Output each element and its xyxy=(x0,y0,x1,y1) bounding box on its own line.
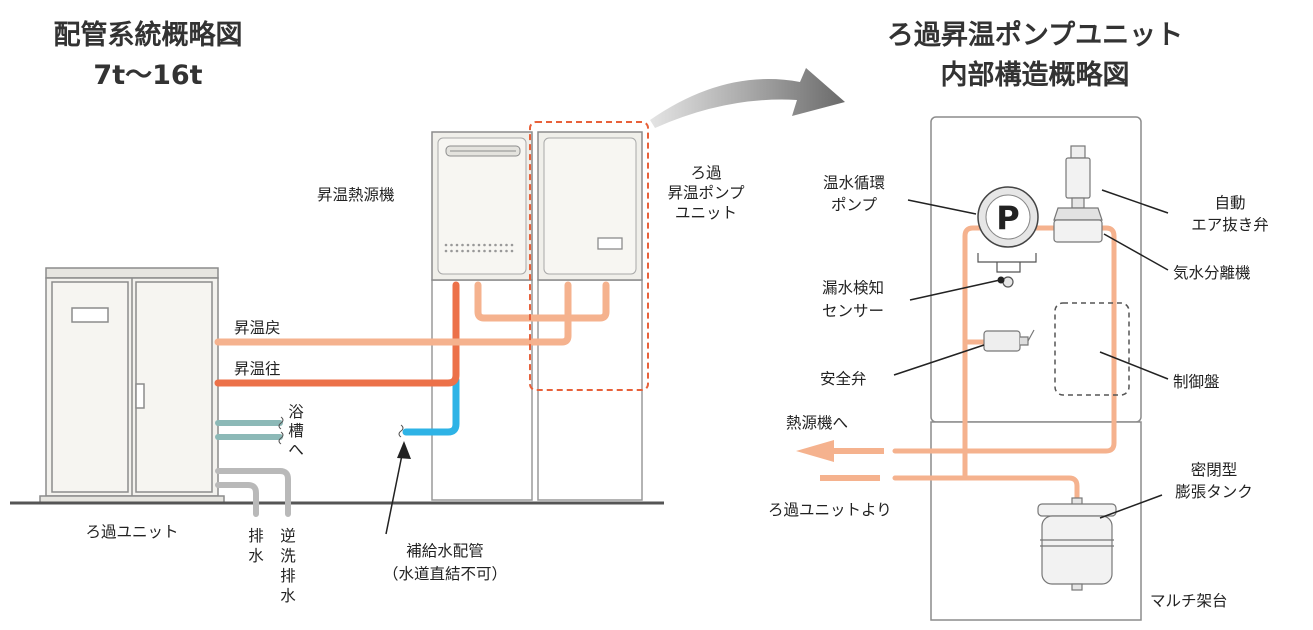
label-backwash-1: 逆 xyxy=(280,527,296,545)
vent-dot xyxy=(483,249,486,253)
vent-dot xyxy=(505,249,508,253)
vent-dot xyxy=(455,243,459,247)
vent-dot xyxy=(466,249,470,253)
label-tank-2: 膨張タンク xyxy=(1175,483,1253,501)
safety-valve xyxy=(983,329,1035,352)
vent-dot xyxy=(461,243,464,247)
left-title-line2: 7t〜16t xyxy=(93,60,202,91)
label-pump-2: ポンプ xyxy=(831,196,878,214)
label-pump-unit-1: ろ過 xyxy=(690,164,722,182)
label-safety-valve: 安全弁 xyxy=(820,370,867,388)
expansion-tank xyxy=(1037,497,1117,591)
right-title-line1: ろ過昇温ポンプユニット xyxy=(887,20,1183,51)
label-bath-3: へ xyxy=(288,441,304,459)
pipe-break-marks xyxy=(278,416,404,445)
vent-dot xyxy=(488,243,492,247)
vent-dot xyxy=(510,243,514,247)
vent-dot xyxy=(499,243,503,247)
label-bath-2: 槽 xyxy=(288,422,304,440)
label-separator: 気水分離機 xyxy=(1173,264,1251,282)
label-backwash-4: 水 xyxy=(280,587,296,605)
vent-dot xyxy=(510,249,514,253)
vent-dot xyxy=(450,243,453,247)
pump-symbol: P xyxy=(996,199,1019,237)
pump-icon: P xyxy=(977,186,1039,248)
air-water-separator xyxy=(1053,207,1103,243)
label-to-heat-source: 熱源機へ xyxy=(786,414,848,432)
left-pipes xyxy=(214,281,610,517)
label-control-panel: 制御盤 xyxy=(1173,373,1220,391)
label-pump-unit-3: ユニット xyxy=(675,204,737,222)
makeup-arrowhead xyxy=(397,441,411,459)
label-air-vent-2: エア抜き弁 xyxy=(1191,216,1269,234)
vent-dot xyxy=(472,243,475,247)
vent-dot xyxy=(494,249,497,253)
label-air-vent-1: 自動 xyxy=(1214,194,1245,212)
label-makeup-1: 補給水配管 xyxy=(406,542,484,560)
right-title-line2: 内部構造概略図 xyxy=(941,59,1130,91)
vent-dot xyxy=(477,249,481,253)
vent-dot xyxy=(461,249,464,253)
pump-unit-highlight-box xyxy=(529,121,649,391)
vent-dot xyxy=(499,249,503,253)
right-pipes xyxy=(892,225,1117,503)
label-bath-1: 浴 xyxy=(288,403,304,421)
heat-source-unit xyxy=(431,131,533,281)
vent-dot xyxy=(444,243,448,247)
label-backwash-2: 洗 xyxy=(280,547,296,565)
label-filter-unit: ろ過ユニット xyxy=(85,523,178,541)
label-from-filter: ろ過ユニットより xyxy=(768,501,892,519)
left-title-line1: 配管系統概略図 xyxy=(54,19,243,51)
label-supply-line: 昇温往 xyxy=(234,360,281,378)
label-makeup-2: （水道直結不可） xyxy=(383,565,507,583)
vent-dot xyxy=(444,249,448,253)
air-vent-valve xyxy=(1065,145,1091,209)
control-panel-outline xyxy=(1054,302,1130,396)
leak-sensor xyxy=(977,253,1037,288)
vent-dot xyxy=(477,243,481,247)
vent-dot xyxy=(455,249,459,253)
curved-arrow-icon xyxy=(650,68,845,128)
label-pump-unit-2: 昇温ポンプ xyxy=(667,184,745,202)
label-rack: マルチ架台 xyxy=(1150,592,1228,610)
label-heat-source: 昇温熱源機 xyxy=(317,186,395,204)
vent-dot xyxy=(450,249,453,253)
filter-unit xyxy=(39,267,225,504)
label-leak-1: 漏水検知 xyxy=(822,279,884,297)
vent-dot xyxy=(466,243,470,247)
label-drain-1: 排 xyxy=(248,527,264,545)
label-leak-2: センサー xyxy=(822,302,884,320)
from-filter-pipe xyxy=(820,475,880,481)
left-leader-lines xyxy=(385,444,405,535)
vent-dot xyxy=(483,243,486,247)
filter-heating-pump-unit xyxy=(537,131,643,281)
label-tank-1: 密閉型 xyxy=(1191,461,1238,479)
label-backwash-3: 排 xyxy=(280,567,296,585)
right-leader-lines xyxy=(893,189,1169,519)
leak-sensor-dot xyxy=(997,276,1005,284)
label-drain-2: 水 xyxy=(248,547,264,565)
vent-dot xyxy=(488,249,492,253)
vent-dot xyxy=(505,243,508,247)
vent-dot xyxy=(494,243,497,247)
label-return-line: 昇温戻 xyxy=(234,319,281,337)
vent-dot xyxy=(472,249,475,253)
to-heat-source-arrow xyxy=(796,440,884,462)
label-pump-1: 温水循環 xyxy=(823,174,885,192)
